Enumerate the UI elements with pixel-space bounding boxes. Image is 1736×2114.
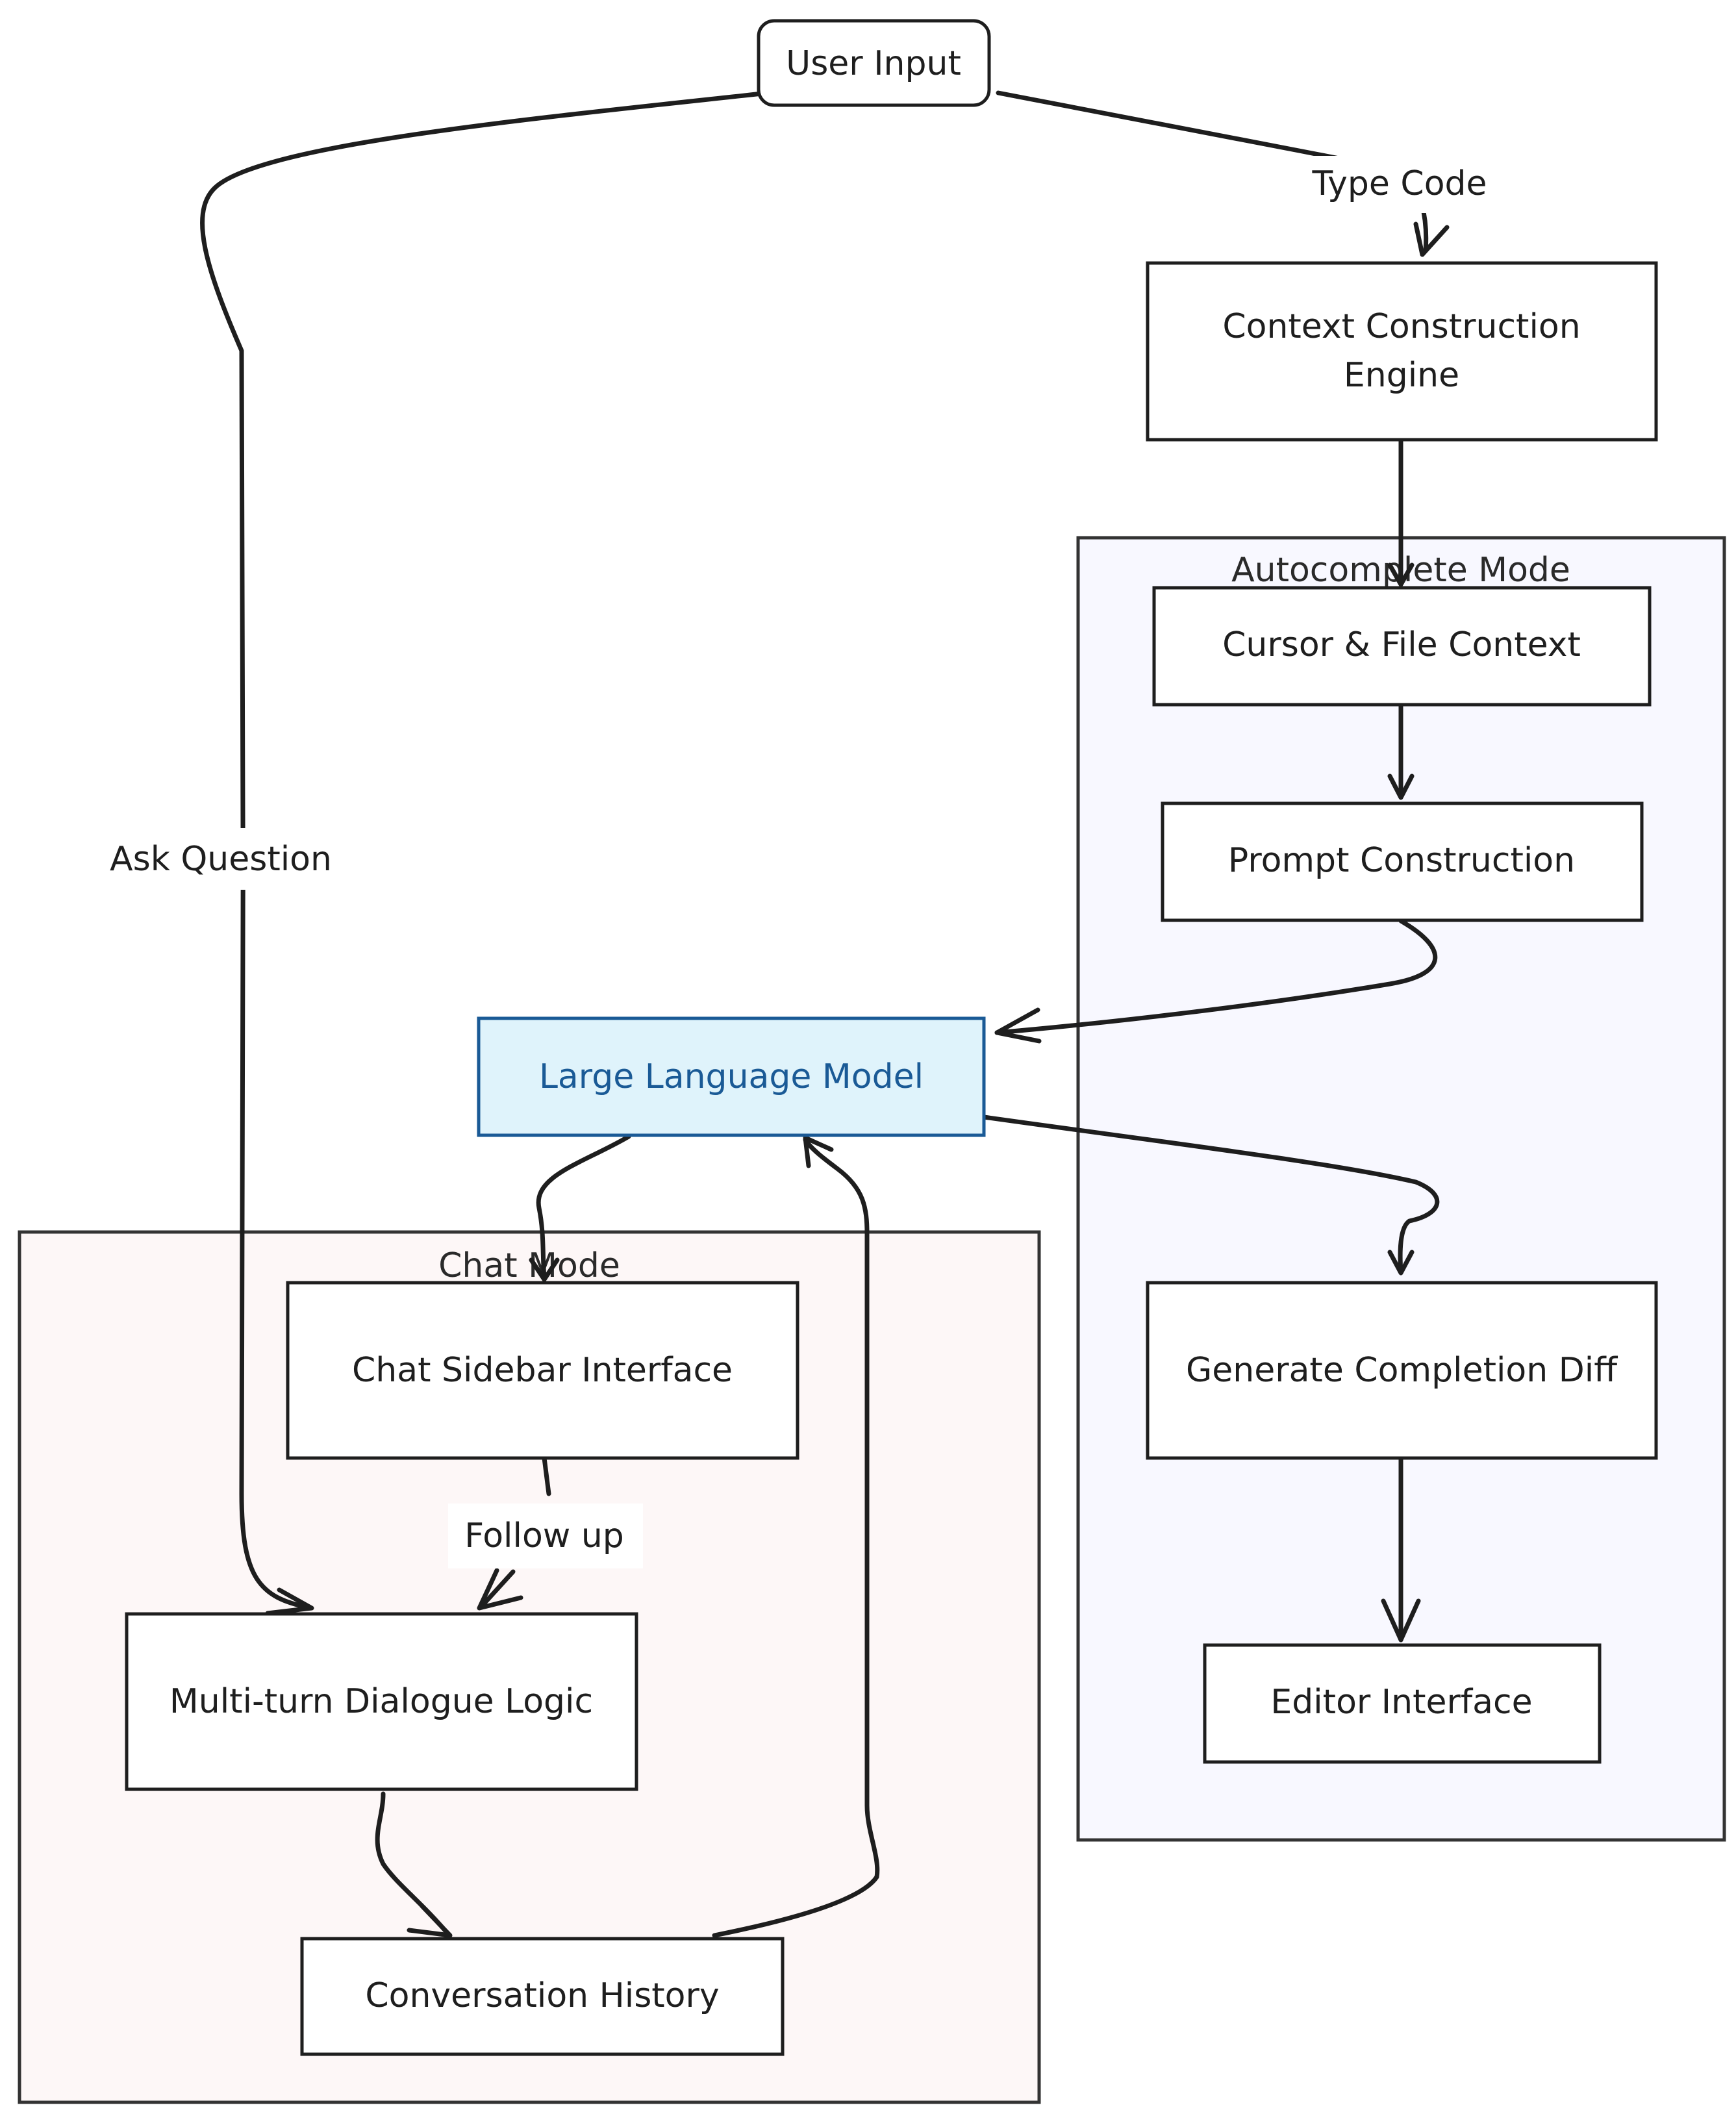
arrowhead-llm-from-history xyxy=(803,1135,834,1168)
edge-llm-to-diff xyxy=(981,1114,1440,1274)
edge-chat-sidebar-to-dialogue xyxy=(478,1455,551,1610)
dialogue-logic-label: Multi-turn Dialogue Logic xyxy=(170,1682,593,1721)
llm-label: Large Language Model xyxy=(539,1057,924,1096)
user-input-label: User Input xyxy=(786,44,961,83)
prompt-construction-label: Prompt Construction xyxy=(1228,841,1575,880)
context-engine-label-line1: Context Construction xyxy=(1222,307,1580,346)
edge-user-input-to-dialogue xyxy=(200,88,788,1610)
node-editor-interface[interactable]: Editor Interface xyxy=(1203,1643,1602,1764)
arrowhead-llm-from-prompt xyxy=(994,1007,1042,1044)
node-cursor-file-context[interactable]: Cursor & File Context xyxy=(1152,586,1652,707)
arrowhead-editor xyxy=(1381,1598,1421,1642)
node-context-construction-engine[interactable]: Context Construction Engine xyxy=(1146,261,1658,442)
arrowhead-chat-sidebar xyxy=(529,1257,560,1282)
cursor-file-context-label: Cursor & File Context xyxy=(1222,625,1581,664)
node-user-input[interactable]: User Input xyxy=(757,19,991,107)
chat-mode-title: Chat Mode xyxy=(438,1246,620,1285)
cursor-file-context-box xyxy=(1152,586,1652,707)
arrowhead-diff xyxy=(1387,1250,1415,1276)
chat-sidebar-box xyxy=(286,1281,799,1460)
user-input-box xyxy=(757,19,991,107)
node-prompt-construction[interactable]: Prompt Construction xyxy=(1161,801,1644,922)
conversation-history-box xyxy=(300,1937,785,2056)
edge-labels: Type Code Ask Question Follow up xyxy=(84,156,1510,1568)
arrowhead-cursor xyxy=(1387,562,1415,587)
follow-up-label: Follow up xyxy=(464,1516,624,1555)
conversation-history-label: Conversation History xyxy=(365,1976,719,2015)
type-code-label: Type Code xyxy=(1311,164,1487,203)
ask-question-label: Ask Question xyxy=(110,840,332,879)
arrowhead-context-engine xyxy=(1413,221,1450,257)
generate-diff-box xyxy=(1146,1281,1658,1460)
node-chat-sidebar-interface[interactable]: Chat Sidebar Interface xyxy=(286,1281,799,1460)
arrowhead-prompt xyxy=(1387,774,1415,800)
edge-history-to-llm xyxy=(712,1137,880,1938)
chat-sidebar-label: Chat Sidebar Interface xyxy=(352,1351,733,1390)
context-engine-label-line2: Engine xyxy=(1344,356,1459,395)
node-large-language-model[interactable]: Large Language Model xyxy=(477,1016,986,1137)
type-code-label-bg xyxy=(1289,156,1510,213)
ask-question-label-bg xyxy=(84,828,357,890)
editor-interface-label: Editor Interface xyxy=(1270,1683,1532,1722)
editor-interface-box xyxy=(1203,1643,1602,1764)
nodes: User Input Context Construction Engine C… xyxy=(125,19,1658,2056)
follow-up-label-bg xyxy=(448,1504,643,1568)
arrowhead-dialogue-from-input xyxy=(265,1587,314,1616)
context-engine-box xyxy=(1146,261,1658,442)
dialogue-logic-box xyxy=(125,1612,638,1791)
arrowhead-dialogue-from-sidebar xyxy=(477,1568,523,1611)
node-generate-completion-diff[interactable]: Generate Completion Diff xyxy=(1146,1281,1658,1460)
llm-box-outline xyxy=(477,1016,986,1137)
edge-prompt-to-llm xyxy=(994,918,1438,1035)
prompt-construction-box xyxy=(1161,801,1644,922)
node-conversation-history[interactable]: Conversation History xyxy=(300,1937,785,2056)
llm-box xyxy=(479,1018,984,1135)
arrowhead-history xyxy=(407,1904,453,1938)
generate-diff-label: Generate Completion Diff xyxy=(1186,1351,1618,1390)
edge-llm-to-chat-sidebar xyxy=(536,1134,631,1281)
node-multi-turn-dialogue-logic[interactable]: Multi-turn Dialogue Logic xyxy=(125,1612,638,1791)
